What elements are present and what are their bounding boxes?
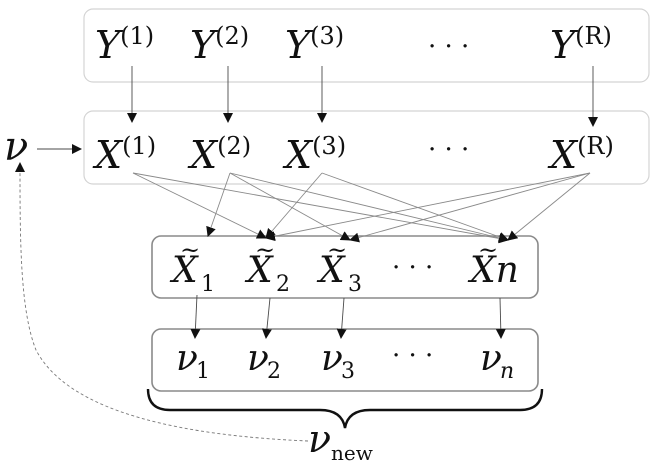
resample-arrow xyxy=(507,172,591,241)
resample-arrow xyxy=(321,172,509,242)
svg-text:ν: ν xyxy=(176,338,198,379)
resample-arrow xyxy=(265,172,323,239)
nu-2-label: ν 2 xyxy=(247,338,281,384)
x-row-box xyxy=(83,110,650,185)
nu-n-label: ν n xyxy=(480,338,514,384)
svg-text:3: 3 xyxy=(341,359,355,384)
resample-arrow xyxy=(229,172,509,243)
underbrace xyxy=(146,388,544,429)
arrow-xt3-nu3 xyxy=(336,297,347,339)
resample-arrow xyxy=(349,172,591,243)
nu-input-label: ν xyxy=(4,124,28,170)
resample-arrow xyxy=(132,172,267,239)
svg-text:X: X xyxy=(316,250,346,291)
svg-text:X: X xyxy=(169,250,199,291)
x-2-label: X(2) xyxy=(187,132,251,177)
svg-text:2: 2 xyxy=(276,272,290,297)
svg-text:~: ~ xyxy=(478,236,498,264)
svg-text:ν: ν xyxy=(247,338,269,379)
x-tilde-ellipsis: · · · xyxy=(392,253,433,283)
svg-text:ν: ν xyxy=(321,338,343,379)
y-to-x-arrows xyxy=(127,66,598,127)
y-1-label: Y(1) xyxy=(95,22,154,67)
nu-new-label: ν new xyxy=(308,417,373,465)
nu-ellipsis: · · · xyxy=(392,341,433,371)
y-2-label: Y(2) xyxy=(190,22,249,67)
x-tilde-3-label: X ~ 3 xyxy=(316,236,362,297)
resample-arrow xyxy=(229,172,351,241)
x-tilde-1-label: X ~ 1 xyxy=(169,236,215,297)
svg-text:ν: ν xyxy=(480,338,502,379)
arrow-xt2-nu2 xyxy=(261,297,272,339)
svg-text:2: 2 xyxy=(267,359,281,384)
svg-text:~: ~ xyxy=(327,236,347,264)
resample-arrow xyxy=(132,172,509,244)
svg-text:ν: ν xyxy=(308,417,331,461)
feedback-dashed-arrow xyxy=(15,162,309,442)
svg-text:1: 1 xyxy=(196,359,210,384)
y-3-label: Y(3) xyxy=(285,22,344,67)
y-row-box xyxy=(83,8,650,83)
x-tilde-n-label: Xn ~ xyxy=(467,236,519,291)
arrow-xtn-nun xyxy=(495,297,506,339)
svg-text:3: 3 xyxy=(348,272,362,297)
svg-text:~: ~ xyxy=(255,236,275,264)
x-tilde-2-label: X ~ 2 xyxy=(244,236,290,297)
y-ellipsis: · · · xyxy=(428,32,469,62)
resample-arrow xyxy=(265,172,591,242)
svg-text:n: n xyxy=(500,359,514,384)
resample-arrows xyxy=(132,172,591,244)
svg-text:~: ~ xyxy=(180,236,200,264)
y-R-label: Y(R) xyxy=(550,22,612,67)
x-3-label: X(3) xyxy=(282,132,346,177)
arrow-xt1-nu1 xyxy=(190,294,201,339)
nu-3-label: ν 3 xyxy=(321,338,355,384)
x-R-label: X(R) xyxy=(547,132,614,177)
xtilde-to-nu-arrows xyxy=(190,294,506,339)
svg-text:1: 1 xyxy=(201,272,215,297)
nu-1-label: ν 1 xyxy=(176,338,210,384)
svg-text:new: new xyxy=(331,441,373,465)
x-ellipsis: · · · xyxy=(428,135,469,165)
resample-arrow xyxy=(206,172,231,237)
svg-text:X: X xyxy=(244,250,274,291)
x-1-label: X(1) xyxy=(92,132,156,177)
svg-text:Xn: Xn xyxy=(467,250,519,291)
